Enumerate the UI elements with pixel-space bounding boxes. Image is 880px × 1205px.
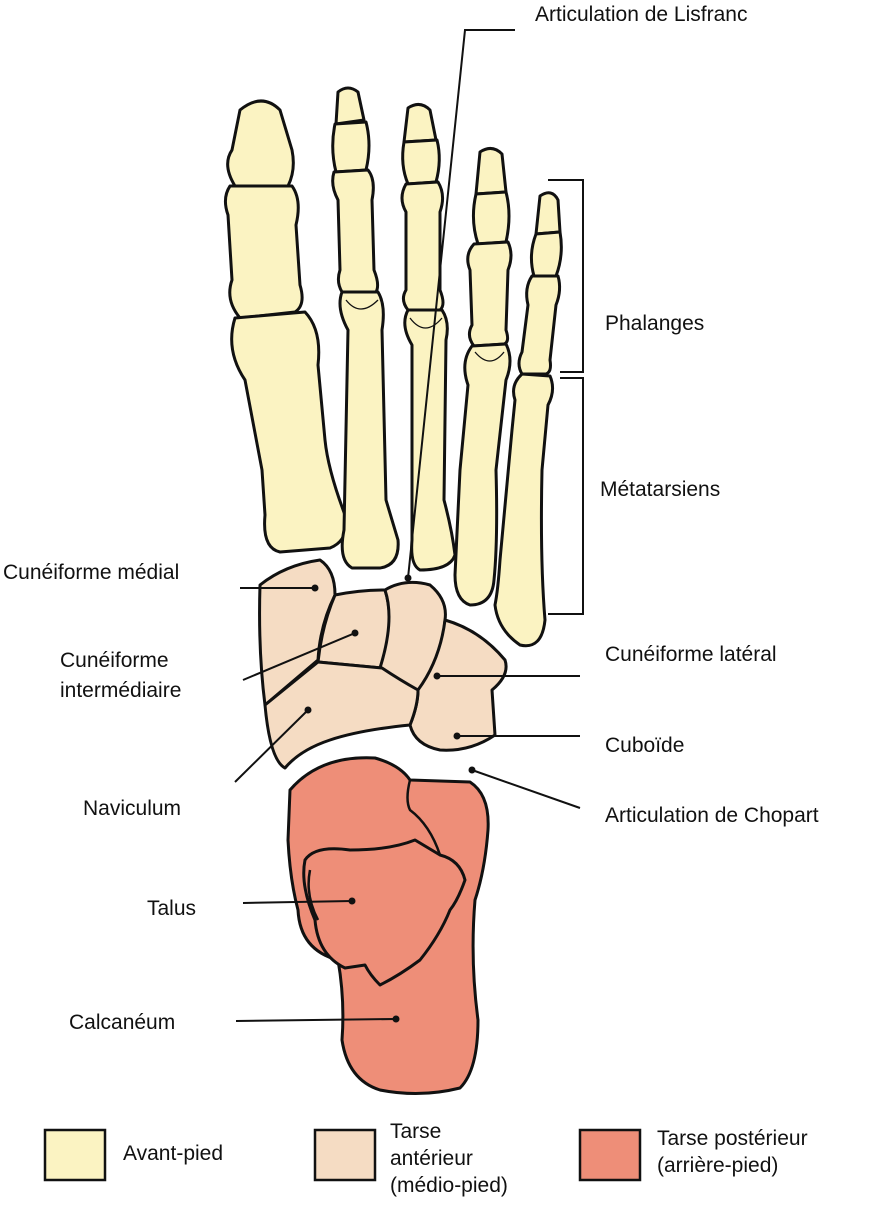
legend-swatch-tarse-posterieur	[578, 1128, 642, 1182]
label-cuneiforme-intermediaire: Cunéiforme	[60, 649, 169, 672]
label-lisfranc: Articulation de Lisfranc	[535, 3, 747, 26]
label-chopart: Articulation de Chopart	[605, 804, 819, 827]
label-cuneiforme-lateral: Cunéiforme latéral	[605, 643, 777, 666]
toe-3	[400, 103, 457, 572]
legend: Avant-pied Tarse antérieur (médio-pied) …	[43, 1120, 808, 1197]
legend-swatch-avant-pied	[43, 1128, 107, 1182]
label-cuboide: Cuboïde	[605, 734, 684, 757]
label-cuneiforme-medial: Cunéiforme médial	[3, 561, 179, 584]
hindfoot	[286, 756, 490, 1096]
toe-4	[453, 147, 513, 607]
legend-swatch-tarse-anterieur	[313, 1128, 377, 1182]
label-phalanges: Phalanges	[605, 312, 704, 335]
naviculum	[263, 660, 420, 770]
label-cuneiforme-intermediaire-2: intermédiaire	[60, 679, 181, 702]
legend-label-tarse-anterieur-1: Tarse	[390, 1120, 441, 1143]
leader-lines	[234, 29, 584, 1023]
legend-label-tarse-posterieur-2: (arrière-pied)	[657, 1154, 778, 1177]
toe-2	[331, 86, 400, 570]
label-talus: Talus	[147, 897, 196, 920]
toe-1	[223, 99, 348, 554]
legend-label-tarse-anterieur-2: antérieur	[390, 1147, 473, 1170]
legend-label-tarse-anterieur-3: (médio-pied)	[390, 1174, 508, 1197]
label-calcaneum: Calcanéum	[69, 1011, 175, 1034]
legend-label-tarse-posterieur-1: Tarse postérieur	[657, 1127, 808, 1150]
talus	[302, 838, 467, 987]
label-naviculum: Naviculum	[83, 797, 181, 820]
midfoot	[258, 558, 508, 770]
toe-5	[493, 191, 563, 648]
label-metatarsiens: Métatarsiens	[600, 478, 720, 501]
legend-label-avant-pied: Avant-pied	[123, 1142, 223, 1165]
